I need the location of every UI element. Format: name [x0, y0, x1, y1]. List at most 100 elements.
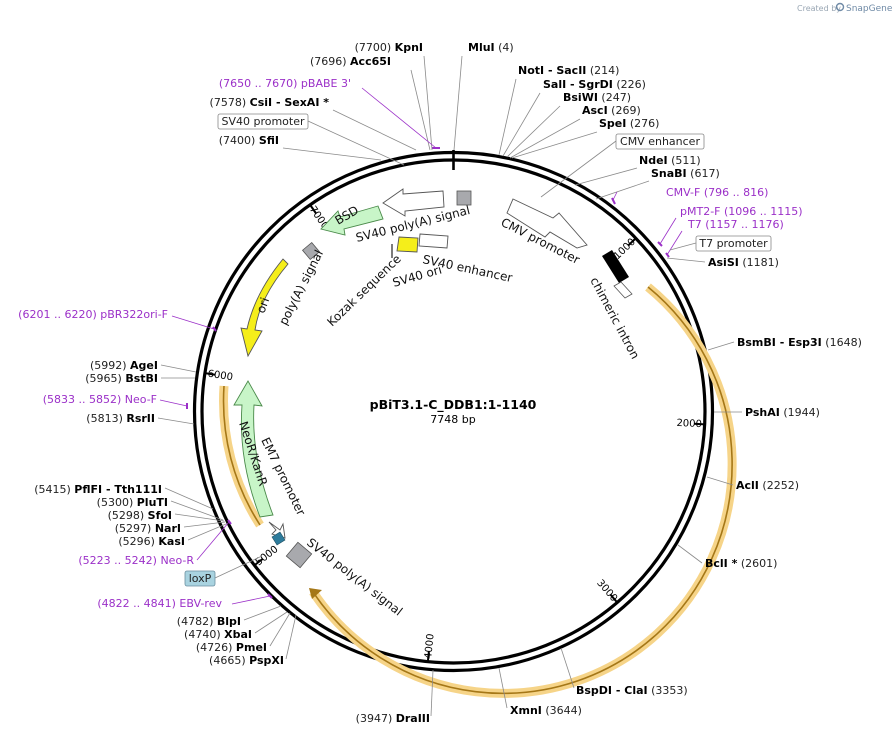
orf-arc[interactable] [312, 286, 733, 695]
restriction-site[interactable]: (7700) KpnI [355, 41, 423, 54]
restriction-site[interactable]: PshAI (1944) [745, 406, 820, 419]
restriction-site-label: SpeI (276) [599, 117, 659, 130]
primer-leader [159, 399, 188, 407]
bsd-arrow[interactable] [320, 205, 384, 236]
restriction-site[interactable]: (5296) KasI [118, 535, 185, 548]
restriction-site[interactable]: (7696) Acc65I [310, 55, 391, 68]
site-leader [502, 92, 541, 157]
restriction-site[interactable]: AsiSI (1181) [708, 256, 779, 269]
site-position: (5415) [34, 483, 74, 496]
tick-label: 2000 [676, 418, 702, 430]
restriction-site-label: (5300) PluTI [97, 496, 168, 509]
restriction-site[interactable]: (4782) BlpI [177, 615, 241, 628]
tick-label: 4000 [423, 633, 437, 659]
boxed-feature-label[interactable]: loxP [184, 570, 216, 587]
feature-box-text: loxP [189, 572, 212, 585]
primer-labels: (7650 .. 7670) pBABE 3' CMV-F (796 .. 816… [18, 77, 802, 610]
boxed-feature-label[interactable]: T7 promoter [695, 235, 772, 252]
restriction-site[interactable]: (5813) RsrII [86, 412, 155, 425]
site-position: (247) [598, 91, 631, 104]
restriction-site[interactable]: NotI - SacII (214) [518, 64, 619, 77]
site-leader [706, 476, 734, 486]
restriction-site[interactable]: BsiWI (247) [563, 91, 631, 104]
restriction-site[interactable]: (4726) PmeI [196, 641, 267, 654]
restriction-site[interactable]: (4665) PspXI [209, 654, 284, 667]
boxed-feature-label[interactable]: SV40 promoter [217, 113, 309, 130]
primer-label[interactable]: (5223 .. 5242) Neo-R [78, 554, 194, 567]
restriction-site[interactable]: MluI (4) [468, 41, 514, 54]
ori-arrow[interactable] [240, 258, 289, 358]
site-position: (276) [626, 117, 659, 130]
site-leader [707, 341, 735, 351]
polya-signal-box[interactable] [301, 241, 321, 261]
restriction-site[interactable]: SalI - SgrDI (226) [543, 78, 646, 91]
primer-label[interactable]: (7650 .. 7670) pBABE 3' [219, 77, 351, 90]
orf-arrowhead[interactable] [309, 588, 322, 599]
tick-mark [204, 372, 216, 376]
restriction-site[interactable]: BclI * (2601) [705, 557, 777, 570]
site-position: (5813) [86, 412, 126, 425]
sv40-polya-lower-box[interactable] [285, 541, 313, 569]
neor-kanr-arrow[interactable] [233, 380, 274, 518]
site-name: NotI - SacII [518, 64, 586, 77]
feature-box [217, 113, 309, 130]
tick-label: 5000 [254, 544, 281, 568]
sv40-polya-upper-arrow[interactable] [382, 188, 445, 217]
primer-label[interactable]: (6201 .. 6220) pBR322ori-F [18, 308, 168, 321]
feature-box [695, 235, 772, 252]
primer-label[interactable]: (4822 .. 4841) EBV-rev [97, 597, 222, 610]
restriction-site-label: (5813) RsrII [86, 412, 155, 425]
restriction-site[interactable]: (7578) CsiI - SexAI * [210, 96, 330, 109]
restriction-site-label: (4740) XbaI [184, 628, 252, 641]
restriction-site[interactable]: (5992) AgeI [90, 359, 158, 372]
tick-mark [694, 422, 705, 426]
box-leader [307, 120, 405, 166]
site-leader [332, 109, 417, 151]
chimeric-intron-tail[interactable] [613, 281, 633, 299]
restriction-site[interactable]: NdeI (511) [639, 154, 701, 167]
restriction-site[interactable]: (5298) SfoI [108, 509, 172, 522]
site-leader [410, 69, 431, 151]
site-name: SpeI [599, 117, 626, 130]
features [186, 147, 737, 698]
restriction-site[interactable]: (5297) NarI [115, 522, 181, 535]
site-leader [498, 78, 517, 156]
restriction-site[interactable]: (5965) BstBI [85, 372, 158, 385]
restriction-site[interactable]: (4740) XbaI [184, 628, 252, 641]
restriction-site[interactable]: SpeI (276) [599, 117, 659, 130]
restriction-site[interactable]: AscI (269) [582, 104, 641, 117]
restriction-site[interactable]: BsmBI - Esp3I (1648) [737, 336, 862, 349]
restriction-site[interactable]: (5415) PflFI - Tth111I [34, 483, 162, 496]
restriction-site[interactable]: (5300) PluTI [97, 496, 168, 509]
primer-mark-pbr322 [212, 326, 217, 332]
boxed-feature-label[interactable]: CMV enhancer [615, 133, 705, 150]
site-position: (511) [668, 154, 701, 167]
site-name: AscI [582, 104, 608, 117]
plasmid-length: 7748 bp [430, 413, 475, 426]
cmv-promoter-arrow[interactable] [506, 198, 588, 249]
restriction-site[interactable]: AclI (2252) [736, 479, 799, 492]
restriction-site[interactable]: (3947) DraIII [356, 712, 430, 725]
restriction-site[interactable]: (7400) SfiI [219, 134, 279, 147]
orf-arc-highlight[interactable] [309, 283, 737, 698]
site-name: AsiSI [708, 256, 739, 269]
primer-label[interactable]: CMV-F (796 .. 816) [666, 186, 768, 199]
primer-label[interactable]: (5833 .. 5852) Neo-F [43, 393, 157, 406]
sv40-enhancer-bar[interactable] [418, 233, 449, 249]
site-name: NdeI [639, 154, 668, 167]
restriction-site[interactable]: BspDI - ClaI (3353) [576, 684, 688, 697]
em7-teal-box[interactable] [271, 531, 286, 546]
terminator-box-top[interactable] [456, 190, 472, 206]
sv40-ori-box[interactable] [396, 236, 419, 253]
restriction-site[interactable]: SnaBI (617) [651, 167, 720, 180]
site-leader [183, 521, 226, 528]
site-name: PspXI [249, 654, 284, 667]
site-position: (5297) [115, 522, 155, 535]
restriction-site[interactable]: XmnI (3644) [510, 704, 582, 717]
chimeric-intron-bar[interactable] [602, 250, 629, 283]
primer-label[interactable]: T7 (1157 .. 1176) [687, 218, 784, 231]
site-leader [595, 180, 650, 200]
neo-orf-arc[interactable] [222, 385, 261, 526]
primer-label[interactable]: pMT2-F (1096 .. 1115) [680, 205, 803, 218]
